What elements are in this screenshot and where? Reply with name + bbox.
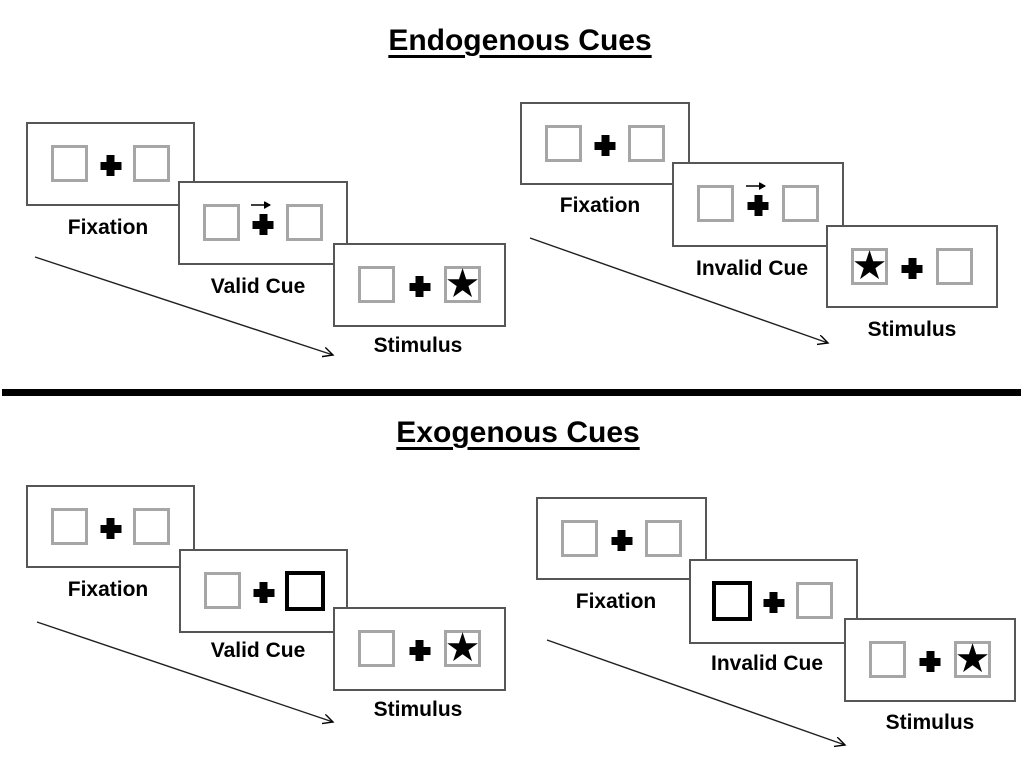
right-box-with-target: ★ bbox=[444, 625, 481, 670]
left-box bbox=[869, 641, 906, 678]
cue-arrow-right-icon bbox=[251, 200, 277, 210]
exogenous-section-title: Exogenous Cues bbox=[396, 416, 640, 449]
target-star-icon: ★ bbox=[851, 243, 888, 288]
right-box bbox=[936, 248, 973, 285]
fixation-cross-icon bbox=[100, 155, 121, 176]
invalid-cue-screen bbox=[689, 559, 858, 644]
target-star-icon: ★ bbox=[444, 625, 481, 670]
fixation-cross-icon bbox=[594, 135, 616, 156]
fixation-cross-icon bbox=[409, 276, 430, 297]
target-star-icon: ★ bbox=[444, 261, 481, 306]
left-box bbox=[697, 185, 734, 222]
fixation-label: Fixation bbox=[67, 216, 149, 239]
right-box bbox=[782, 185, 819, 222]
highlighted-right-box bbox=[285, 571, 325, 611]
invalid-cue-label: Invalid Cue bbox=[710, 652, 824, 675]
left-box bbox=[204, 572, 241, 609]
stimulus-screen: ★ bbox=[826, 225, 998, 308]
right-box bbox=[133, 508, 170, 545]
fixation-label: Fixation bbox=[67, 578, 149, 601]
sequence-arrow-icon bbox=[546, 639, 852, 751]
fixation-screen bbox=[26, 485, 195, 568]
invalid-cue-label: Invalid Cue bbox=[695, 257, 809, 280]
fixation-cross-icon bbox=[100, 518, 121, 539]
sequence-arrow-icon bbox=[529, 237, 835, 350]
fixation-screen bbox=[520, 102, 690, 185]
left-box bbox=[51, 145, 88, 182]
fixation-cross-icon bbox=[901, 258, 923, 279]
fixation-cross-icon bbox=[919, 651, 941, 672]
right-box bbox=[628, 125, 665, 162]
invalid-cue-screen bbox=[672, 162, 844, 247]
target-star-icon: ★ bbox=[954, 636, 991, 681]
fixation-label: Fixation bbox=[575, 590, 657, 613]
cue-arrow-right-icon bbox=[746, 181, 772, 191]
right-box-with-target: ★ bbox=[954, 636, 991, 681]
right-box bbox=[133, 145, 170, 182]
left-box bbox=[545, 125, 582, 162]
sequence-arrow-icon bbox=[34, 256, 340, 362]
right-box bbox=[286, 204, 323, 241]
stimulus-label: Stimulus bbox=[867, 318, 957, 341]
valid-cue-label: Valid Cue bbox=[210, 639, 306, 662]
stimulus-screen: ★ bbox=[333, 607, 506, 691]
stimulus-label: Stimulus bbox=[373, 334, 463, 357]
fixation-screen bbox=[536, 497, 707, 580]
endogenous-section-title: Endogenous Cues bbox=[388, 24, 652, 57]
sequence-arrow-icon bbox=[36, 621, 340, 728]
fixation-cross-icon bbox=[747, 195, 769, 216]
stimulus-label: Stimulus bbox=[885, 711, 975, 734]
fixation-cross-icon bbox=[611, 530, 632, 551]
left-box bbox=[358, 630, 395, 667]
left-box bbox=[561, 520, 598, 557]
right-box bbox=[645, 520, 682, 557]
highlighted-left-box bbox=[712, 581, 752, 621]
stimulus-screen: ★ bbox=[333, 243, 506, 327]
left-box-with-target: ★ bbox=[851, 243, 888, 288]
right-box bbox=[796, 582, 833, 619]
valid-cue-screen bbox=[179, 549, 348, 633]
valid-cue-screen bbox=[178, 181, 348, 265]
section-divider bbox=[2, 389, 1021, 396]
fixation-cross-icon bbox=[763, 592, 784, 613]
fixation-cross-icon bbox=[252, 214, 274, 235]
fixation-label: Fixation bbox=[559, 194, 641, 217]
left-box bbox=[358, 266, 395, 303]
fixation-cross-icon bbox=[253, 582, 274, 603]
stimulus-label: Stimulus bbox=[373, 698, 463, 721]
stimulus-screen: ★ bbox=[844, 618, 1016, 702]
fixation-screen bbox=[26, 122, 195, 206]
left-box bbox=[203, 204, 240, 241]
valid-cue-label: Valid Cue bbox=[210, 275, 306, 298]
right-box-with-target: ★ bbox=[444, 261, 481, 306]
fixation-cross-icon bbox=[409, 640, 430, 661]
left-box bbox=[51, 508, 88, 545]
